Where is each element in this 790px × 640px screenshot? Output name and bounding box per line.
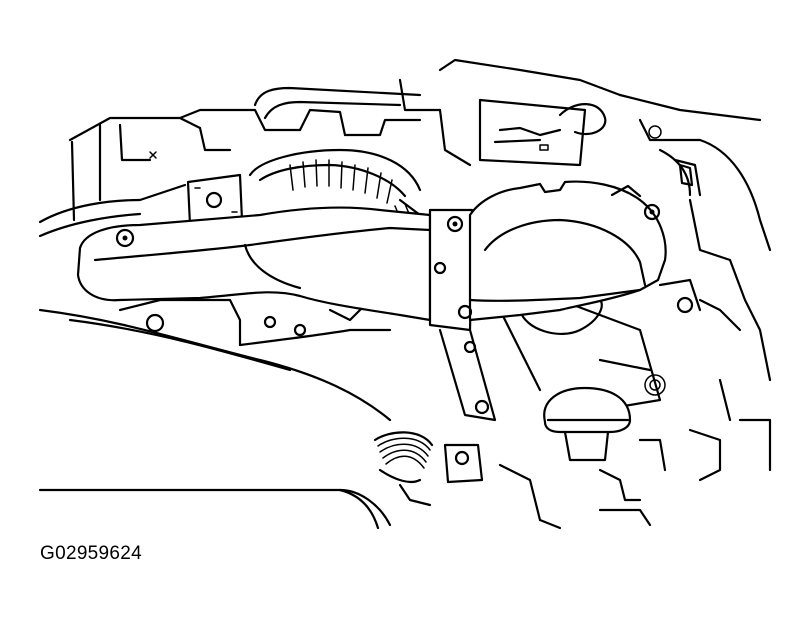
alternator-bracket <box>428 208 474 332</box>
belt-cover-right-housing <box>457 180 667 322</box>
timing-belt-cover <box>76 206 432 322</box>
engine-background-lines <box>38 58 772 530</box>
figure-id-label: G02959624 <box>40 543 143 564</box>
